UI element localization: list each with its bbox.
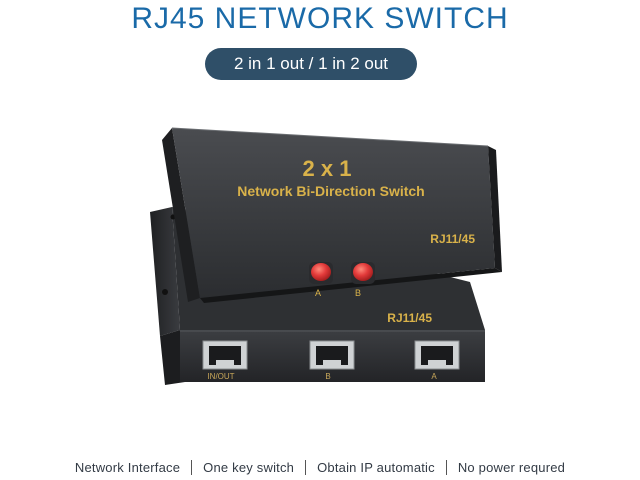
switch-button-b[interactable] [351,262,375,284]
port-a [414,340,460,370]
model-label-top: RJ11/45 [430,232,475,246]
divider [305,459,307,475]
model-label-bottom: RJ11/45 [387,311,432,325]
upper-unit [162,127,502,303]
button-a-label: A [315,288,321,298]
feature-bar: Network Interface One key switch Obtain … [0,456,640,478]
divider [191,459,193,475]
port-label-in-out: IN/OUT [207,372,234,381]
port-label-a: A [431,372,437,381]
switch-button-a[interactable] [309,262,333,284]
feature-network-interface: Network Interface [74,459,181,475]
port-label-b: B [325,372,330,381]
port-in-out [202,340,248,370]
device-label-main: 2 x 1 [303,156,352,181]
divider [445,459,447,475]
port-b [309,340,355,370]
feature-one-key-switch: One key switch [203,459,295,475]
feature-obtain-ip: Obtain IP automatic [317,459,435,475]
device-label-sub: Network Bi-Direction Switch [237,183,424,199]
button-b-label: B [355,288,361,298]
page-title: RJ45 NETWORK SWITCH [131,2,509,35]
subtitle-badge: 2 in 1 out / 1 in 2 out [205,48,417,80]
feature-no-power: No power requred [457,459,566,475]
